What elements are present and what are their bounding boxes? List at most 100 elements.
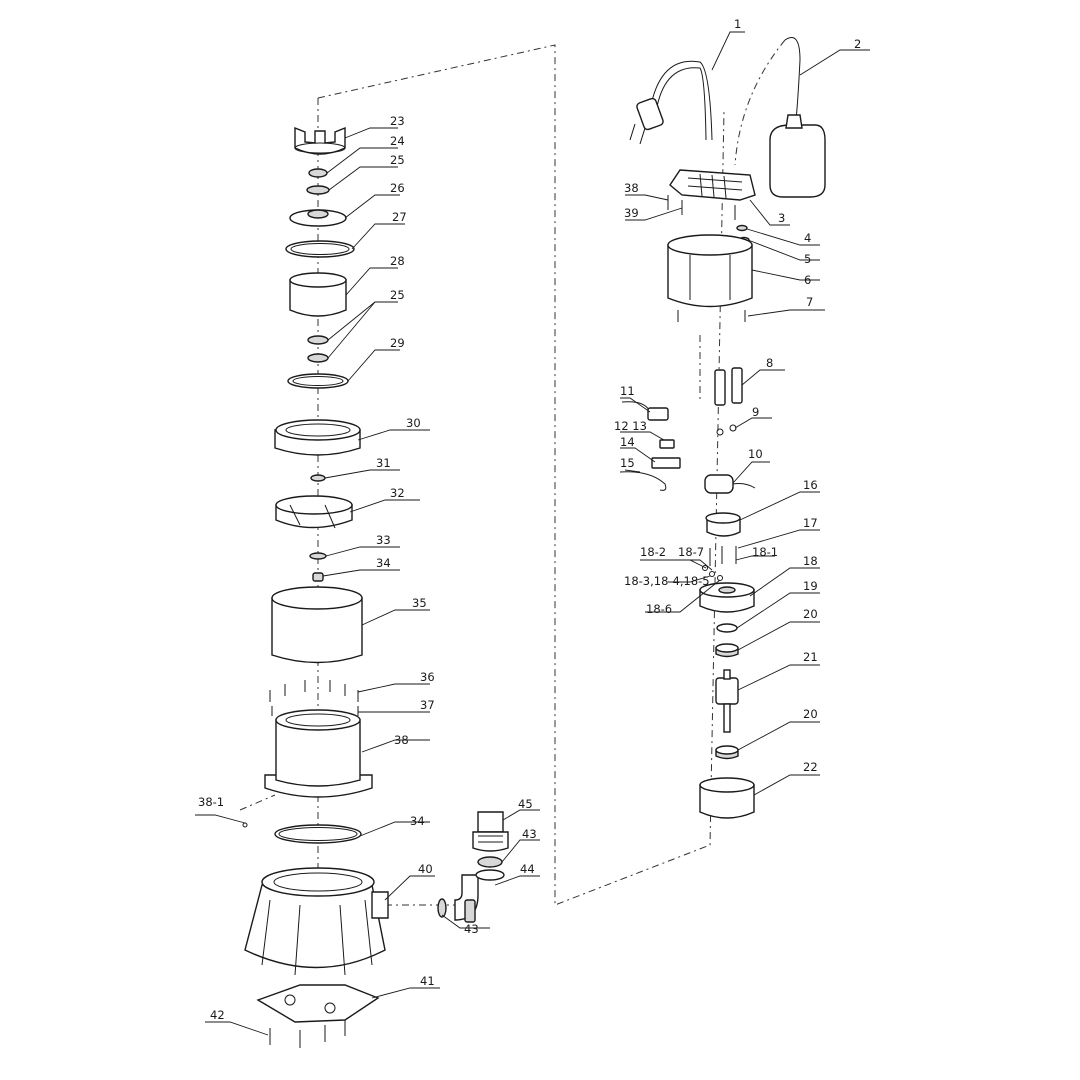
label-11: 11 (620, 384, 635, 398)
part-9-clips (716, 424, 737, 436)
label-29: 29 (390, 336, 405, 350)
label-41: 41 (420, 974, 435, 988)
part-43-washer-upper (477, 856, 503, 868)
label-23: 23 (390, 114, 405, 128)
part-42-screws (269, 1020, 346, 1048)
part-3-handle (669, 169, 756, 201)
label-8: 8 (766, 356, 773, 370)
label-27: 27 (392, 210, 407, 224)
part-22-bearing-cup (699, 777, 755, 819)
label-35: 35 (412, 596, 427, 610)
part-32-impeller (275, 495, 353, 529)
label-34-lower: 34 (410, 814, 425, 828)
label-19: 19 (803, 579, 818, 593)
label-37: 37 (420, 698, 435, 712)
label-18-3-18-4-18-5: 18-3,18-4,18-5 (624, 574, 710, 588)
part-11-switch (621, 401, 669, 421)
part-15-cable-tie (619, 471, 667, 491)
part-34-bush (312, 572, 324, 582)
label-20-upper: 20 (803, 607, 818, 621)
label-10: 10 (748, 447, 763, 461)
label-18-7: 18-7 (678, 545, 704, 559)
part-26-seal-disc (289, 209, 347, 227)
label-4: 4 (804, 231, 811, 245)
label-22: 22 (803, 760, 818, 774)
part-45-valve (472, 811, 509, 852)
part-30-flange (274, 419, 361, 456)
label-33: 33 (376, 533, 391, 547)
part-19-washer (716, 623, 738, 633)
label-26: 26 (390, 181, 405, 195)
label-1: 1 (734, 17, 741, 31)
part-20-bearing-lower (715, 745, 739, 760)
label-39: 39 (624, 206, 639, 220)
label-21: 21 (803, 650, 818, 664)
label-25-lower: 25 (390, 288, 405, 302)
label-18-1: 18-1 (752, 545, 778, 559)
label-42: 42 (210, 1008, 225, 1022)
part-38-chamber (264, 709, 373, 798)
part-44-elbow (454, 869, 505, 923)
label-3: 3 (778, 211, 785, 225)
label-9: 9 (752, 405, 759, 419)
label-18-2: 18-2 (640, 545, 666, 559)
part-38-1-pin (242, 822, 248, 828)
label-43-lower: 43 (464, 922, 479, 936)
part-10-capacitor (704, 474, 756, 494)
part-4-washer (736, 224, 748, 232)
label-15: 15 (620, 456, 635, 470)
part-20-bearing-upper (715, 643, 739, 658)
label-17: 17 (803, 516, 818, 530)
label-18: 18 (803, 554, 818, 568)
part-2-float-switch (769, 37, 826, 198)
label-31: 31 (376, 456, 391, 470)
label-38: 38 (394, 733, 409, 747)
part-43-washer-side (437, 898, 447, 918)
label-6: 6 (804, 273, 811, 287)
label-2: 2 (854, 37, 861, 51)
label-34-upper: 34 (376, 556, 391, 570)
part-34-o-ring (274, 824, 362, 844)
part-17-screws (709, 546, 737, 566)
part-21-rotor (715, 669, 739, 733)
part-40-base (244, 867, 389, 976)
part-25-washer-lower-a (307, 335, 329, 345)
label-14: 14 (620, 435, 635, 449)
label-38-1: 38-1 (198, 795, 224, 809)
label-43-upper: 43 (522, 827, 537, 841)
part-23-crown-cap (294, 126, 346, 155)
label-32: 32 (390, 486, 405, 500)
label-45: 45 (518, 797, 533, 811)
label-38-right: 38 (624, 181, 639, 195)
part-28-cup (289, 272, 347, 317)
part-6-housing (667, 234, 753, 308)
label-12-13: 12 13 (614, 419, 647, 433)
part-35-sleeve (271, 586, 363, 664)
label-7: 7 (806, 295, 813, 309)
label-44: 44 (520, 862, 535, 876)
part-25-washer (306, 185, 330, 195)
label-18-6: 18-6 (646, 602, 672, 616)
parts-38-39-screws-top (667, 195, 736, 220)
label-30: 30 (406, 416, 421, 430)
label-25-upper: 25 (390, 153, 405, 167)
label-40: 40 (418, 862, 433, 876)
part-25-washer-lower-b (307, 353, 329, 363)
label-24: 24 (390, 134, 405, 148)
parts-12-13-14-terminals (651, 439, 681, 469)
label-16: 16 (803, 478, 818, 492)
part-number-labels: 1 2 3 4 5 6 7 8 9 10 11 12 13 14 15 16 1… (198, 17, 861, 1022)
part-33-washer (309, 552, 327, 560)
part-18-stator (699, 582, 755, 613)
part-1-power-cable (629, 60, 713, 145)
part-31-washer (310, 474, 326, 482)
part-16-terminal-block (705, 512, 741, 537)
part-41-plate (256, 984, 380, 1023)
part-24-washer (308, 168, 328, 178)
label-28: 28 (390, 254, 405, 268)
label-20-lower: 20 (803, 707, 818, 721)
label-36: 36 (420, 670, 435, 684)
part-8-rods (714, 367, 743, 406)
label-5: 5 (804, 252, 811, 266)
